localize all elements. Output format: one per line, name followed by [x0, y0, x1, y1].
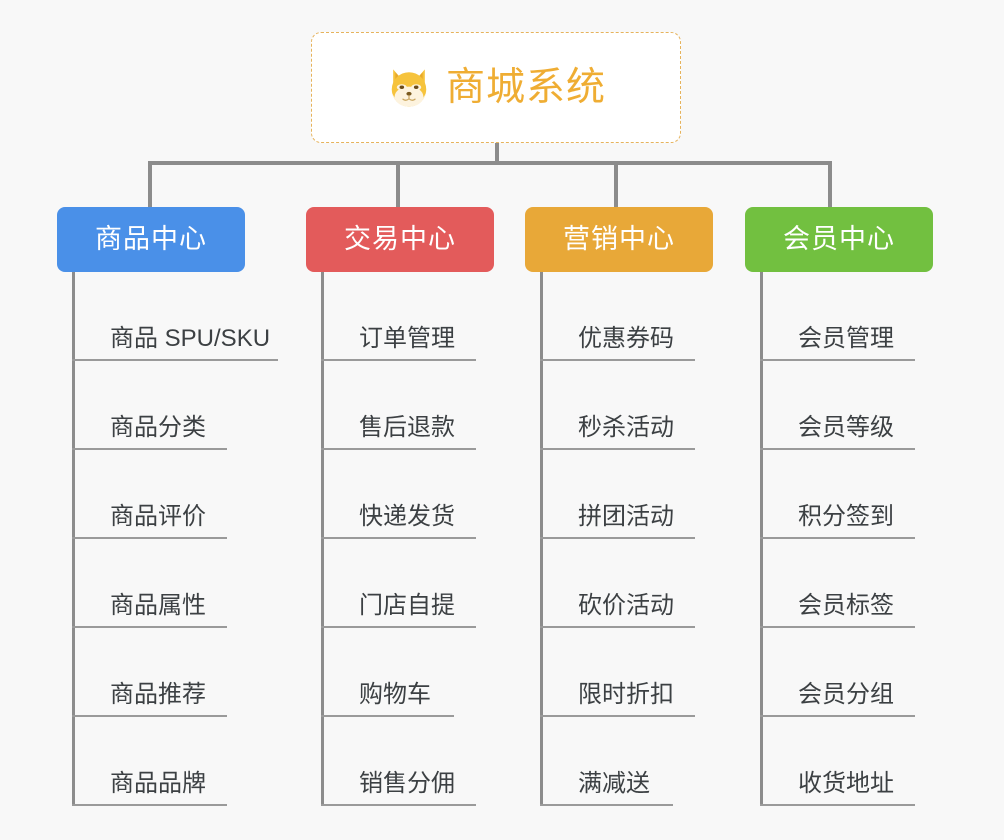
leaf-item[interactable]: 门店自提 [321, 539, 476, 628]
leaf-label: 会员分组 [798, 681, 894, 708]
branch-drop-connector-4 [828, 161, 832, 207]
leaf-item[interactable]: 满减送 [540, 717, 673, 806]
leaf-rule [321, 626, 476, 628]
leaf-label: 秒杀活动 [578, 414, 674, 441]
root-node[interactable]: 商城系统 [311, 32, 681, 143]
leaf-label: 商品属性 [110, 592, 206, 619]
leaf-item[interactable]: 订单管理 [321, 272, 476, 361]
leaf-item[interactable]: 商品推荐 [72, 628, 227, 717]
shiba-dog-icon [386, 65, 432, 111]
leaf-label: 商品品牌 [110, 770, 206, 797]
leaf-rule [321, 448, 476, 450]
branch-label-2: 交易中心 [344, 224, 456, 254]
branch-box-1[interactable]: 商品中心 [57, 207, 245, 272]
root-stem-connector [495, 143, 499, 163]
branch-box-2[interactable]: 交易中心 [306, 207, 494, 272]
leaf-rule [540, 448, 695, 450]
leaf-item[interactable]: 会员标签 [760, 539, 915, 628]
leaf-label: 拼团活动 [578, 503, 674, 530]
leaf-rule [321, 804, 476, 806]
leaf-label: 会员等级 [798, 414, 894, 441]
leaf-item[interactable]: 销售分佣 [321, 717, 476, 806]
leaf-rule [540, 715, 695, 717]
leaf-item[interactable]: 购物车 [321, 628, 454, 717]
leaf-rule [72, 804, 227, 806]
leaf-label: 砍价活动 [578, 592, 674, 619]
leaf-rule [760, 359, 915, 361]
leaf-rule [72, 715, 227, 717]
leaf-rule [72, 359, 278, 361]
leaf-label: 售后退款 [359, 414, 455, 441]
leaf-item[interactable]: 秒杀活动 [540, 361, 695, 450]
leaf-rule [321, 359, 476, 361]
leaf-label: 会员标签 [798, 592, 894, 619]
leaf-label: 销售分佣 [359, 770, 455, 797]
root-node-label: 商城系统 [445, 66, 606, 109]
branch-drop-connector-1 [148, 161, 152, 207]
leaf-label: 商品推荐 [110, 681, 206, 708]
leaf-item[interactable]: 会员分组 [760, 628, 915, 717]
horizontal-bus-connector [148, 161, 832, 165]
leaf-label: 收货地址 [798, 770, 894, 797]
leaf-rule [760, 448, 915, 450]
leaf-rule [540, 537, 695, 539]
branch-label-4: 会员中心 [783, 224, 895, 254]
leaf-item[interactable]: 优惠券码 [540, 272, 695, 361]
leaf-rule [760, 537, 915, 539]
branch-box-3[interactable]: 营销中心 [525, 207, 713, 272]
leaf-label: 优惠券码 [578, 325, 674, 352]
leaf-label: 快递发货 [359, 503, 455, 530]
leaf-rule [321, 715, 454, 717]
leaf-label: 积分签到 [798, 503, 894, 530]
leaf-label: 商品 SPU/SKU [110, 325, 271, 352]
leaf-label: 订单管理 [359, 325, 455, 352]
branch-drop-connector-3 [614, 161, 618, 207]
leaf-item[interactable]: 收货地址 [760, 717, 915, 806]
leaf-item[interactable]: 拼团活动 [540, 450, 695, 539]
leaf-rule [540, 359, 695, 361]
leaf-item[interactable]: 商品品牌 [72, 717, 227, 806]
leaf-rule [760, 715, 915, 717]
leaf-item[interactable]: 商品评价 [72, 450, 227, 539]
leaf-item[interactable]: 积分签到 [760, 450, 915, 539]
leaf-item[interactable]: 限时折扣 [540, 628, 695, 717]
leaf-label: 会员管理 [798, 325, 894, 352]
leaf-label: 门店自提 [359, 592, 455, 619]
leaf-label: 购物车 [359, 681, 431, 708]
leaf-rule [72, 448, 227, 450]
branch-label-1: 商品中心 [95, 224, 207, 254]
leaf-item[interactable]: 商品 SPU/SKU [72, 272, 278, 361]
leaf-item[interactable]: 售后退款 [321, 361, 476, 450]
leaf-rule [760, 804, 915, 806]
leaf-rule [321, 537, 476, 539]
leaf-rule [72, 626, 227, 628]
leaf-item[interactable]: 商品属性 [72, 539, 227, 628]
leaf-label: 商品评价 [110, 503, 206, 530]
leaf-item[interactable]: 会员等级 [760, 361, 915, 450]
leaf-item[interactable]: 快递发货 [321, 450, 476, 539]
branch-label-3: 营销中心 [563, 224, 675, 254]
leaf-rule [760, 626, 915, 628]
leaf-rule [540, 804, 673, 806]
branch-box-4[interactable]: 会员中心 [745, 207, 933, 272]
leaf-label: 满减送 [578, 770, 650, 797]
leaf-item[interactable]: 会员管理 [760, 272, 915, 361]
leaf-rule [72, 537, 227, 539]
branch-drop-connector-2 [396, 161, 400, 207]
leaf-item[interactable]: 砍价活动 [540, 539, 695, 628]
leaf-label: 限时折扣 [578, 681, 674, 708]
leaf-rule [540, 626, 695, 628]
leaf-label: 商品分类 [110, 414, 206, 441]
leaf-item[interactable]: 商品分类 [72, 361, 227, 450]
